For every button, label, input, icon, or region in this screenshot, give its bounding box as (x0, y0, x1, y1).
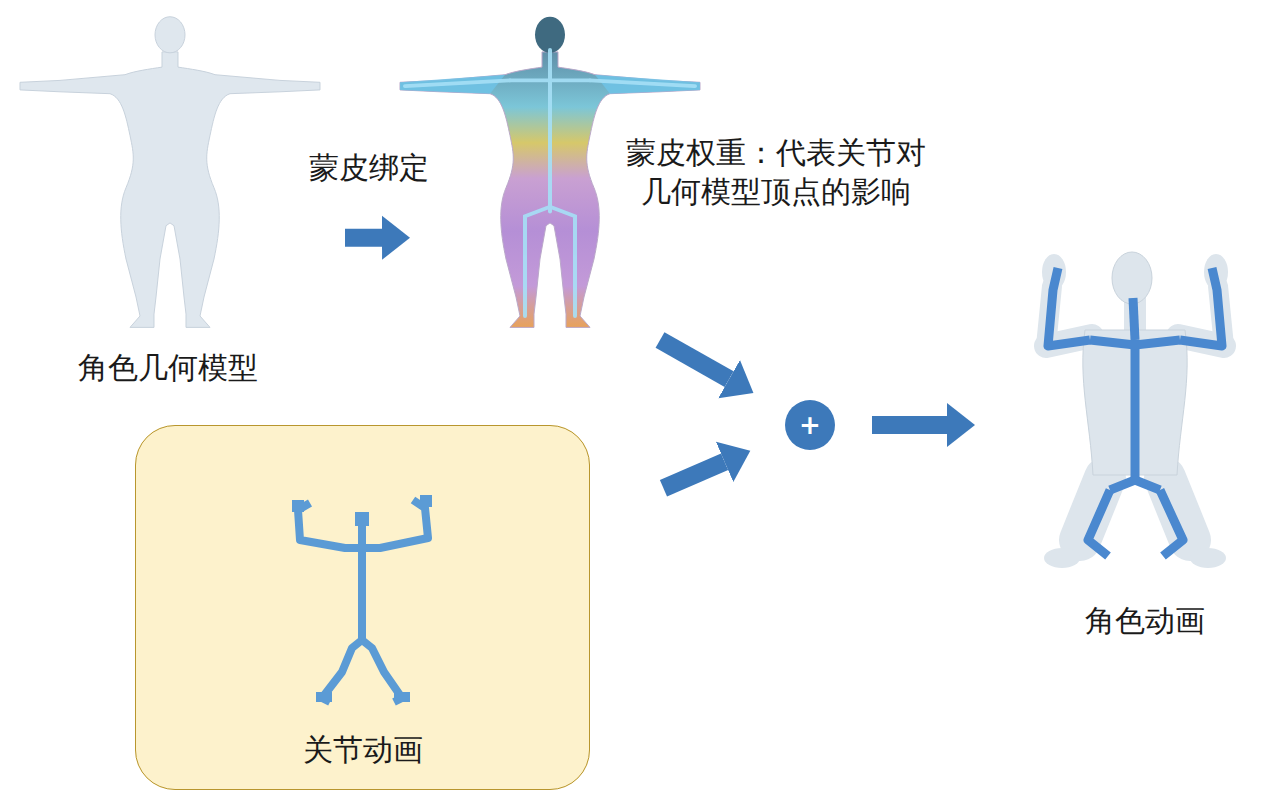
circle-fill (785, 400, 835, 450)
flow-arrow (663, 462, 724, 488)
node-label: 角色动画 (1085, 601, 1205, 640)
group-box: 关节动画 (135, 425, 590, 790)
joint-markers (292, 495, 432, 702)
flow-arrow (660, 340, 729, 379)
node-label: 角色几何模型 (78, 348, 258, 387)
character-mesh (20, 17, 320, 328)
panel-fill (135, 425, 590, 790)
node-label: 关节动画 (303, 730, 423, 769)
flow-arrow (872, 416, 947, 434)
animated-character (1042, 252, 1228, 568)
figure-node: 蒙皮权重：代表关节对 几何模型顶点的影响 (410, 10, 950, 340)
figure-node: 角色几何模型 (8, 10, 328, 395)
flow-arrow (345, 229, 382, 247)
edge-label: 蒙皮绑定 (309, 148, 429, 187)
operator-symbol: + (799, 412, 821, 438)
joint-skeleton (298, 500, 428, 702)
sum-circle: + (785, 400, 835, 450)
figure-node: 角色动画 (975, 250, 1265, 650)
node-label: 蒙皮权重：代表关节对 几何模型顶点的影响 (618, 133, 933, 211)
skinned-mesh (400, 17, 700, 328)
